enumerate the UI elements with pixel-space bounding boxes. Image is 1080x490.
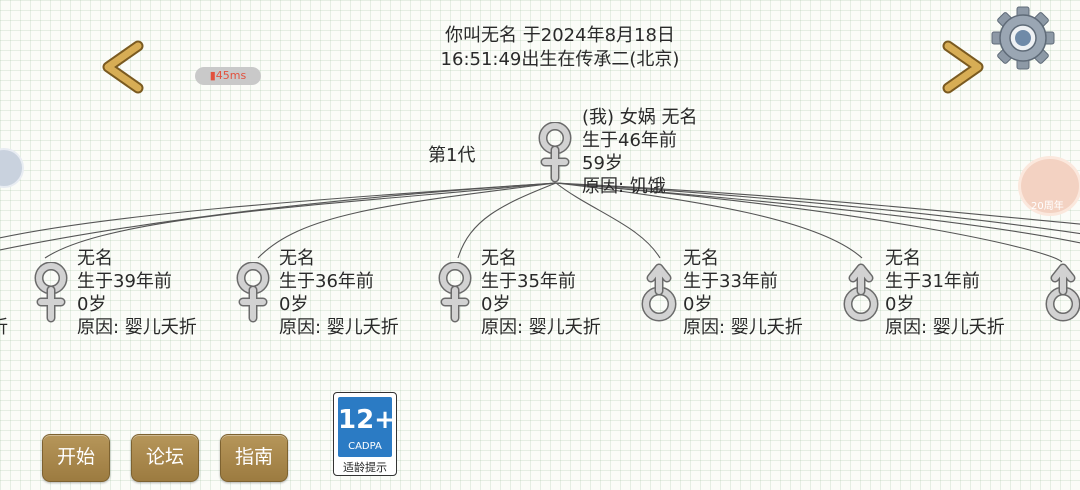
- child-node-info[interactable]: 无名 生于35年前 0岁 原因: 婴儿夭折: [481, 247, 601, 339]
- child-cause: 原因: 婴儿夭折: [77, 317, 197, 338]
- child-age: 0岁: [279, 294, 309, 315]
- child-age: 0岁: [77, 294, 107, 315]
- generation-label: 第1代: [428, 145, 476, 166]
- child-node-symbol[interactable]: [235, 261, 271, 330]
- child-born: 生于35年前: [481, 271, 576, 292]
- age-rating-panel: 12+ CADPA: [338, 397, 396, 457]
- chevron-right-icon: [942, 40, 984, 94]
- child-node-info[interactable]: 无名 生于36年前 0岁 原因: 婴儿夭折: [279, 247, 399, 339]
- child-name: 无名: [683, 248, 719, 269]
- tree-line: [0, 182, 557, 251]
- child-node-symbol[interactable]: [437, 261, 473, 330]
- child-node-symbol[interactable]: [841, 262, 881, 328]
- birth-info-header: 你叫无名 于2024年8月18日 16:51:49出生在传承二(北京): [380, 24, 740, 72]
- anniversary-badge[interactable]: 20周年: [1018, 156, 1080, 216]
- birth-info-line2: 16:51:49出生在传承二(北京): [440, 49, 680, 70]
- self-name: (我) 女娲 无名: [582, 107, 698, 128]
- child-name: 无名: [279, 248, 315, 269]
- child-age: 0岁: [481, 294, 511, 315]
- child-age: 0岁: [683, 294, 713, 315]
- tree-line: [0, 182, 557, 239]
- age-rating-tip: 适龄提示: [343, 461, 387, 474]
- child-cause: 原因: 婴儿夭折: [885, 317, 1005, 338]
- child-born: 生于31年前: [885, 271, 980, 292]
- settings-button[interactable]: [990, 5, 1056, 71]
- female-symbol-icon: [34, 261, 68, 323]
- child-name: 无名: [481, 248, 517, 269]
- child-born: 生于36年前: [279, 271, 374, 292]
- self-node-symbol[interactable]: [537, 121, 573, 190]
- birth-info-line1: 你叫无名 于2024年8月18日: [445, 25, 675, 46]
- male-symbol-icon: [843, 263, 879, 322]
- age-rating-badge[interactable]: 12+ CADPA 适龄提示: [333, 392, 397, 476]
- ping-value: 45ms: [215, 69, 247, 82]
- child-name: 无名: [885, 248, 921, 269]
- child-cause: 原因: 婴儿夭折: [683, 317, 803, 338]
- tree-line: [555, 182, 1080, 244]
- tree-line: [457, 182, 557, 259]
- child-node-symbol[interactable]: [639, 262, 679, 328]
- forum-button[interactable]: 论坛: [131, 434, 199, 482]
- prev-button[interactable]: [100, 40, 146, 94]
- child-born: 生于33年前: [683, 271, 778, 292]
- child-cause: 原因: 婴儿夭折: [279, 317, 399, 338]
- start-button[interactable]: 开始: [42, 434, 110, 482]
- female-symbol-icon: [236, 261, 270, 323]
- child-node-symbol[interactable]: [33, 261, 69, 330]
- anniversary-badge-text: 20周年: [1031, 201, 1064, 212]
- chevron-left-icon: [102, 40, 144, 94]
- next-button[interactable]: [940, 40, 986, 94]
- child-node-symbol-partial[interactable]: [1043, 262, 1080, 328]
- tree-line: [555, 182, 1080, 235]
- partial-child-text: 折: [0, 316, 8, 339]
- self-age: 59岁: [582, 153, 623, 174]
- child-name: 无名: [77, 248, 113, 269]
- child-cause: 原因: 婴儿夭折: [481, 317, 601, 338]
- child-node-info[interactable]: 无名 生于33年前 0岁 原因: 婴儿夭折: [683, 247, 803, 339]
- tree-line: [555, 182, 1063, 263]
- female-symbol-icon: [538, 121, 572, 183]
- child-born: 生于39年前: [77, 271, 172, 292]
- self-node-info[interactable]: (我) 女娲 无名 生于46年前 59岁 原因: 饥饿: [582, 106, 698, 198]
- self-cause: 原因: 饥饿: [582, 176, 666, 197]
- tree-line: [555, 182, 863, 259]
- signal-icon: ▮: [209, 69, 216, 82]
- child-age: 0岁: [885, 294, 915, 315]
- ping-indicator: ▮45ms: [195, 67, 261, 85]
- age-rating-number: 12+: [338, 405, 396, 435]
- tree-line: [44, 182, 557, 259]
- female-symbol-icon: [438, 261, 472, 323]
- male-symbol-icon: [641, 263, 677, 322]
- guide-button[interactable]: 指南: [220, 434, 288, 482]
- child-node-info[interactable]: 无名 生于39年前 0岁 原因: 婴儿夭折: [77, 247, 197, 339]
- tree-line: [555, 182, 1080, 225]
- age-rating-org: CADPA: [348, 441, 382, 452]
- male-symbol-icon: [1045, 263, 1080, 322]
- tree-line: [257, 182, 557, 259]
- self-born: 生于46年前: [582, 130, 677, 151]
- gear-icon: [991, 6, 1055, 70]
- child-node-info[interactable]: 无名 生于31年前 0岁 原因: 婴儿夭折: [885, 247, 1005, 339]
- tree-line: [555, 182, 661, 259]
